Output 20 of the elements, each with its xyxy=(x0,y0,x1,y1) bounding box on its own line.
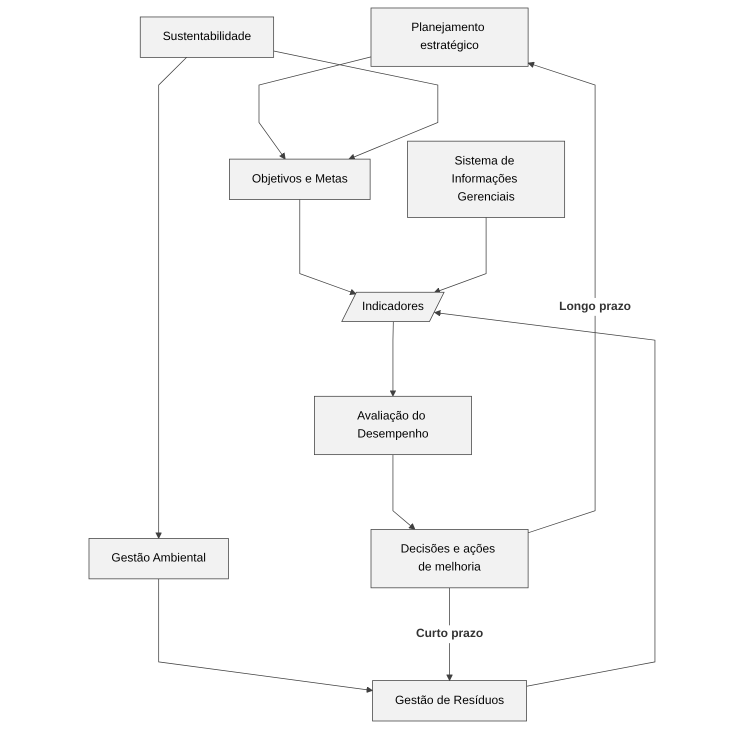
arrow xyxy=(299,199,356,296)
arrow xyxy=(273,50,438,160)
node-box: Planejamento estratégico xyxy=(370,8,529,67)
node-box: Gestão Ambiental xyxy=(88,538,229,580)
arrow xyxy=(528,62,596,534)
arrow xyxy=(258,56,372,160)
node-box: Gestão de Resíduos xyxy=(372,680,527,722)
arrow xyxy=(155,57,187,539)
arrow xyxy=(390,321,396,397)
edge-label: Curto prazo xyxy=(416,627,484,640)
node-box: Sistema de Informações Gerenciais xyxy=(407,140,566,218)
arrow xyxy=(158,578,373,693)
arrow xyxy=(392,454,416,530)
node-box: Decisões e ações de melhoria xyxy=(370,529,529,588)
arrow xyxy=(434,217,486,294)
arrow xyxy=(434,310,656,687)
node-box: Avaliação do Desempenho xyxy=(314,396,472,456)
edge-label: Longo prazo xyxy=(559,300,632,313)
node-box: Objetivos e Metas xyxy=(229,158,371,200)
node-box: Sustentabilidade xyxy=(140,16,274,58)
